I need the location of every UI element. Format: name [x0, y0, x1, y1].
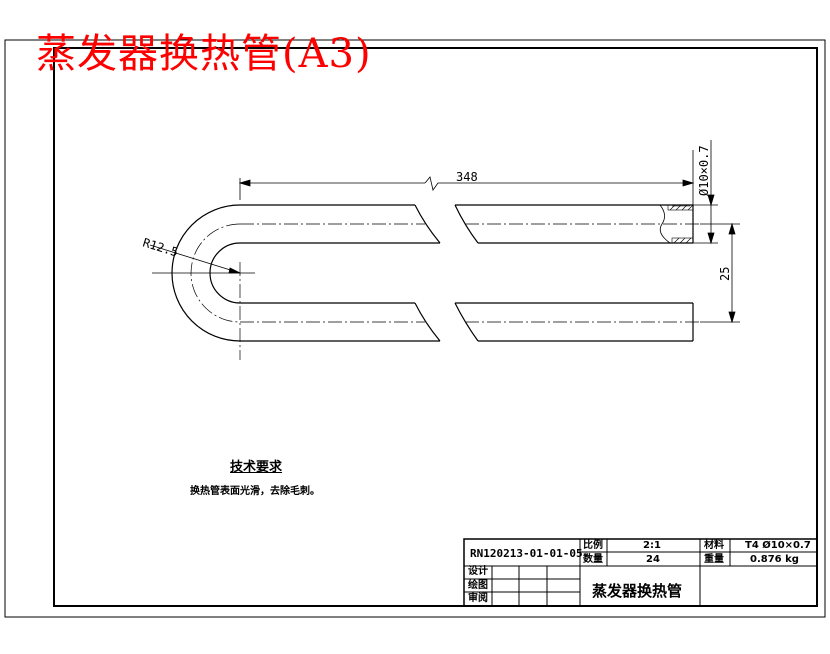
scale-value: 2:1 [643, 540, 661, 551]
title-block [463, 538, 818, 607]
weight-label: 重量 [704, 554, 724, 565]
spacing-dimension-text: 25 [718, 267, 732, 281]
inner-frame [53, 47, 818, 607]
spacing-dimension-line [700, 222, 740, 324]
radius-dimension-text: R12.5 [141, 235, 180, 259]
draw-label: 绘图 [468, 580, 488, 591]
section-hatch [667, 204, 694, 244]
technical-requirements-title: 技术要求 [230, 460, 283, 475]
radius-leader [149, 244, 241, 274]
material-value: T4 Ø10×0.7 [745, 540, 811, 551]
u-tube-drawing [171, 204, 694, 342]
drawing-number: RN120213-01-01-05 [470, 547, 583, 560]
diameter-dimension-text: Ø10×0.7 [697, 145, 711, 196]
review-label: 审阅 [468, 593, 488, 604]
centerlines [190, 223, 700, 360]
material-label: 材料 [704, 540, 724, 551]
design-label: 设计 [468, 566, 488, 577]
weight-value: 0.876 kg [750, 554, 799, 565]
scale-label: 比例 [583, 540, 603, 551]
quantity-label: 数量 [583, 554, 603, 565]
quantity-value: 24 [646, 554, 660, 565]
technical-requirements-text: 换热管表面光滑，去除毛刺。 [190, 486, 320, 497]
drawing-title: 蒸发器换热管(A3) [36, 31, 372, 77]
center-cross [152, 178, 255, 274]
diameter-dimension-line [693, 140, 718, 245]
length-dimension-text: 348 [456, 170, 478, 184]
length-dimension-line [238, 150, 695, 205]
part-name: 蒸发器换热管 [592, 582, 683, 600]
outer-border [4, 39, 826, 618]
